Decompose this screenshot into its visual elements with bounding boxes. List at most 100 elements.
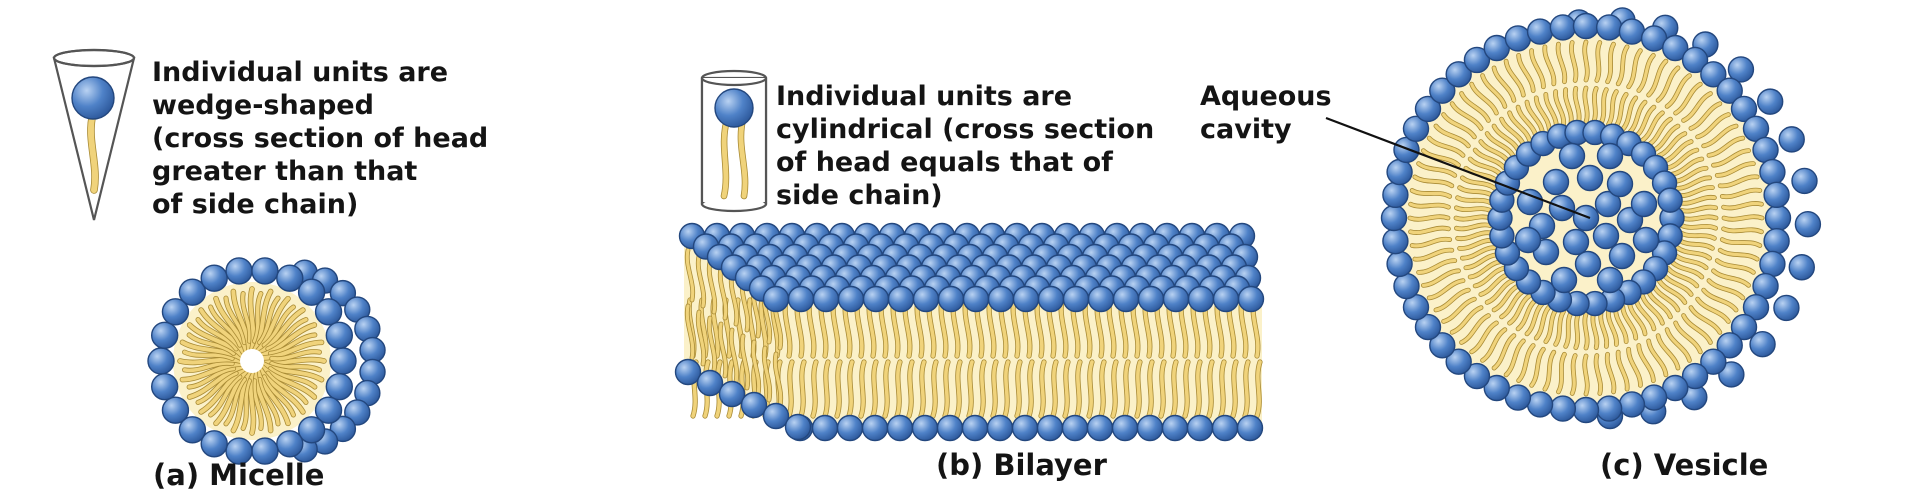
lipid-head xyxy=(1037,285,1065,313)
lipid-head xyxy=(200,430,228,458)
lipid-head xyxy=(1137,285,1165,313)
lipid-head xyxy=(1429,332,1456,359)
unit-icons xyxy=(52,48,768,221)
lipid-head xyxy=(1681,46,1709,74)
lipid-head xyxy=(1558,142,1586,170)
lipid-head xyxy=(1763,227,1790,255)
lipid-head xyxy=(178,416,207,444)
lipid-head xyxy=(276,264,304,292)
lipid-head xyxy=(1463,362,1491,390)
lipid-head xyxy=(1640,384,1668,411)
lipid-head xyxy=(1382,181,1409,209)
micelle-description: Individual units are wedge-shaped (cross… xyxy=(152,57,489,220)
lipid-head xyxy=(1794,211,1822,238)
lipid-head xyxy=(1011,414,1039,442)
lipid-head xyxy=(1514,226,1542,254)
lipid-head xyxy=(862,285,890,313)
lipid-head xyxy=(297,278,326,306)
lipid-head xyxy=(1596,266,1624,294)
lipid-head xyxy=(936,414,964,442)
lipid-head xyxy=(178,278,207,306)
lipid-head xyxy=(1595,395,1623,422)
lipid-head xyxy=(1429,77,1456,104)
lipid-head xyxy=(1061,414,1089,442)
lipid-head xyxy=(1763,181,1790,209)
lipid-head xyxy=(1759,158,1786,186)
bilayer-diagram xyxy=(674,222,1265,442)
lipid-head xyxy=(1662,34,1689,62)
lipid-head xyxy=(986,414,1014,442)
lipid-head xyxy=(1386,158,1413,186)
lipid-head xyxy=(147,347,175,375)
lipid-head xyxy=(1162,285,1190,313)
lipid-head xyxy=(1595,14,1623,41)
lipid-head xyxy=(71,76,115,120)
lipid-head xyxy=(1382,227,1409,255)
lipid-head xyxy=(150,321,179,350)
lipid-head xyxy=(1716,77,1743,104)
lipid-head xyxy=(1791,167,1818,195)
lipid-head xyxy=(1759,250,1786,278)
lipid-head xyxy=(1186,414,1214,442)
lipid-head xyxy=(161,396,190,424)
lipid-head xyxy=(1516,188,1544,216)
lipid-head xyxy=(251,257,279,285)
lipid-head xyxy=(161,298,190,326)
lipid-head xyxy=(1542,168,1570,196)
lipid-head xyxy=(1012,285,1040,313)
lipid-head xyxy=(329,415,357,443)
lipid-head xyxy=(1414,95,1442,123)
lipid-head xyxy=(1594,190,1622,218)
lipid-head xyxy=(1111,414,1139,442)
wedge-unit-icon xyxy=(52,48,136,221)
lipid-head xyxy=(1187,285,1215,313)
lipid-head xyxy=(1727,56,1755,83)
lipid-head xyxy=(714,88,754,128)
lipid-head xyxy=(1504,25,1532,52)
micelle-caption: (a) Micelle xyxy=(153,458,325,492)
lipid-head xyxy=(1576,164,1604,192)
lipid-head xyxy=(225,257,253,285)
lipid-head xyxy=(987,285,1015,313)
lipid-head xyxy=(1764,204,1792,232)
lipid-head xyxy=(1086,414,1114,442)
lipid-head xyxy=(886,414,914,442)
lipid-head xyxy=(1742,294,1770,321)
lipid-head xyxy=(1211,414,1239,442)
lipid-head xyxy=(1526,18,1554,45)
lipid-head xyxy=(1730,95,1758,123)
lipid-head xyxy=(1752,136,1779,164)
lipid-head xyxy=(740,391,768,419)
lipid-head xyxy=(1700,61,1727,88)
lipid-head xyxy=(1618,18,1646,45)
lipid-head xyxy=(329,347,357,375)
lipid-head xyxy=(200,264,228,292)
micelle-center xyxy=(240,349,264,373)
lipid-head xyxy=(1773,294,1800,322)
lipid-head xyxy=(1549,14,1577,41)
lipid-head xyxy=(1630,190,1658,218)
vesicle-caption: (c) Vesicle xyxy=(1600,448,1769,482)
lipid-head xyxy=(1657,187,1683,213)
lipid-head xyxy=(1572,396,1600,424)
lipid-head xyxy=(961,414,989,442)
lipid-head xyxy=(314,396,343,424)
lipid-head xyxy=(1574,250,1602,278)
lipid-head xyxy=(325,321,354,350)
lipid-head xyxy=(1749,331,1776,358)
lipid-head xyxy=(811,414,839,442)
lipid-head xyxy=(1161,414,1189,442)
lipid-head xyxy=(225,437,253,465)
lipid-head xyxy=(1632,226,1660,254)
lipid-head xyxy=(1730,313,1758,341)
lipid-head xyxy=(1700,348,1727,375)
lipid-head xyxy=(1237,285,1265,313)
bilayer-description: Individual units are cylindrical (cross … xyxy=(776,81,1155,211)
lipid-head xyxy=(762,402,790,430)
lipid-head xyxy=(836,414,864,442)
lipid-head xyxy=(812,285,840,313)
lipid-head xyxy=(1212,285,1240,313)
lipid-head xyxy=(1592,222,1620,250)
lipid-head xyxy=(1087,285,1115,313)
